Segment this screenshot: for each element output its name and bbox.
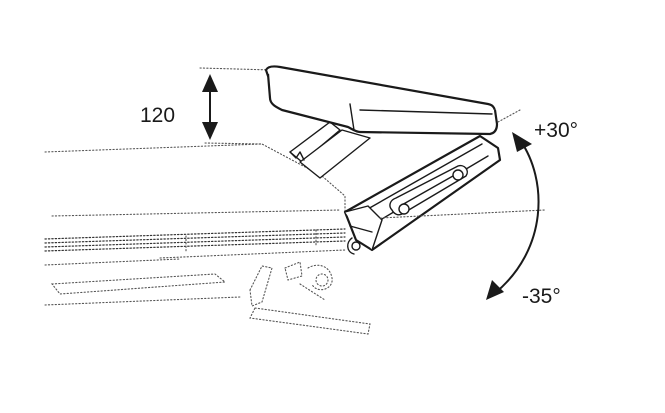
- angle-indicator: +30° -35°: [379, 109, 578, 308]
- angle-down-label: -35°: [522, 285, 561, 308]
- table-frame-outline: [44, 143, 371, 335]
- headrest-bracket: [343, 134, 502, 255]
- angle-up-label: +30°: [534, 119, 578, 142]
- headrest-cushion: [264, 65, 499, 136]
- support-arm: [289, 121, 371, 179]
- height-dimension: 120: [140, 67, 273, 145]
- height-label: 120: [140, 104, 175, 127]
